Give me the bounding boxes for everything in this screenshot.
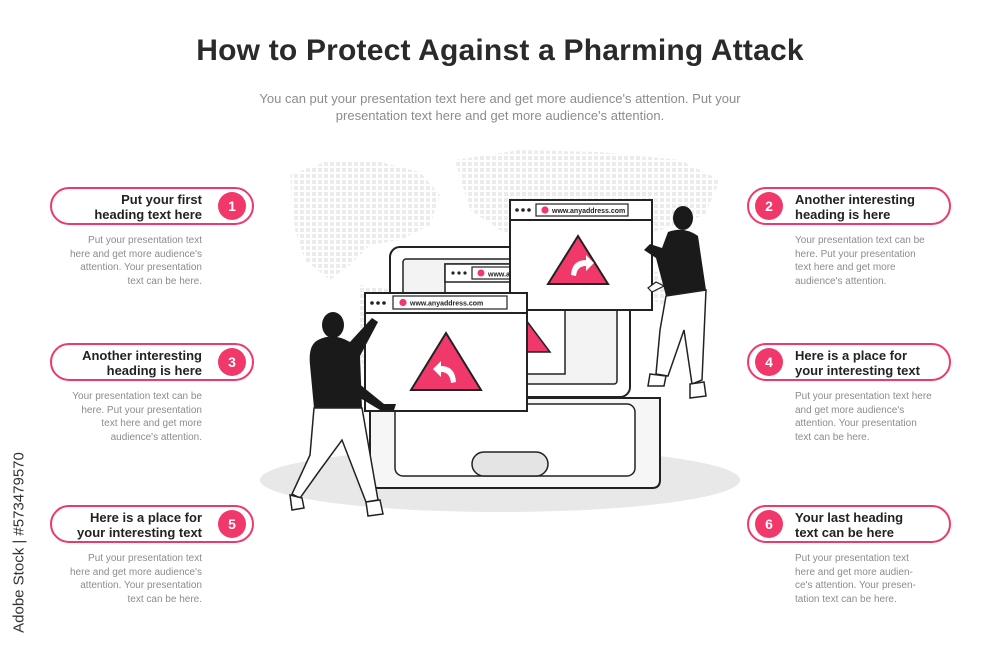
item-2-heading-line1: Another interesting — [795, 192, 915, 207]
item-6-heading-line2: text can be here — [795, 525, 894, 540]
item-5-heading-line2: your interesting text — [77, 525, 202, 540]
item-3-heading: Another interesting heading is here — [82, 348, 202, 378]
item-1-text-line: Put your presentation text — [88, 235, 202, 246]
item-4-pill: 4 Here is a place for your interesting t… — [747, 343, 951, 381]
url-text-2: www.anyaddress.com — [551, 208, 625, 215]
item-5-text-line: here and get more audience's — [70, 566, 202, 578]
person-left — [289, 312, 396, 517]
item-3-heading-line1: Another interesting — [82, 348, 202, 363]
item-3-pill: Another interesting heading is here 3 — [50, 343, 254, 381]
item-1-text-line: attention. Your presentation — [80, 262, 202, 273]
item-6-pill: 6 Your last heading text can be here — [747, 505, 951, 543]
item-5-text-line: text can be here. — [127, 593, 203, 605]
page-subtitle: You can put your presentation text here … — [259, 91, 741, 123]
item-2-number-badge: 2 — [755, 192, 783, 220]
item-6-heading-line1: Your last heading — [795, 510, 904, 525]
url-text-1: www.anyaddress.com — [409, 301, 483, 308]
item-3-heading-line2: heading is here — [106, 363, 202, 378]
item-4-heading-line2: your interesting text — [795, 363, 920, 378]
item-3-number-badge: 3 — [218, 348, 246, 376]
item-3-text-line: audience's attention. — [110, 431, 202, 443]
item-1-text: Put your presentation text here and get … — [42, 234, 202, 288]
watermark-text: Adobe Stock | #573479570 — [10, 452, 28, 633]
item-1-heading-line2: heading text here — [94, 207, 202, 222]
item-3-text-line: text here and get more — [101, 418, 202, 429]
item-5-heading-line1: Here is a place for — [90, 510, 202, 525]
item-5-text: Put your presentation text here and get … — [42, 552, 202, 606]
item-4-number-badge: 4 — [755, 348, 783, 376]
item-1-heading: Put your first heading text here — [94, 192, 202, 222]
item-3-text-line: here. Put your presentation — [81, 404, 202, 416]
item-4-text-line: text can be here. — [795, 431, 870, 443]
item-6-text-line: here and get more audien- — [795, 566, 913, 578]
item-5-heading: Here is a place for your interesting tex… — [77, 510, 202, 540]
item-1-text-line: text can be here. — [127, 275, 203, 287]
item-5-pill: Here is a place for your interesting tex… — [50, 505, 254, 543]
item-2-text-line: text here and get more — [795, 262, 896, 273]
item-6-text: Put your presentation text here and get … — [795, 552, 955, 606]
item-2-text-line: audience's attention. — [795, 275, 887, 287]
item-4-heading-line1: Here is a place for — [795, 348, 907, 363]
item-6-text-line: ce's attention. Your presen- — [795, 580, 916, 591]
item-2-pill: 2 Another interesting heading is here — [747, 187, 951, 225]
browser-window-left: www.anyaddress.com — [364, 292, 528, 412]
item-6-text-line: tation text can be here. — [795, 593, 897, 605]
item-4-heading: Here is a place for your interesting tex… — [795, 348, 920, 378]
item-2-text: Your presentation text can be here. Put … — [795, 234, 955, 288]
item-4-text-line: Put your presentation text here — [795, 391, 932, 402]
person-right — [644, 206, 707, 399]
item-4-text-line: and get more audience's — [795, 404, 905, 416]
item-6-number-badge: 6 — [755, 510, 783, 538]
item-6-heading: Your last heading text can be here — [795, 510, 903, 540]
item-2-heading: Another interesting heading is here — [795, 192, 915, 222]
item-5-text-line: Put your presentation text — [88, 553, 202, 564]
item-4-text: Put your presentation text here and get … — [795, 390, 955, 444]
item-1-pill: Put your first heading text here 1 — [50, 187, 254, 225]
stock-watermark: Adobe Stock | #573479570 — [8, 430, 30, 660]
item-3-text-line: Your presentation text can be — [72, 391, 202, 402]
item-5-text-line: attention. Your presentation — [80, 580, 202, 591]
item-1-heading-line1: Put your first — [121, 192, 202, 207]
item-4-text-line: attention. Your presentation — [795, 418, 917, 429]
page-title: How to Protect Against a Pharming Attack — [196, 34, 804, 67]
item-6-text-line: Put your presentation text — [795, 553, 909, 564]
item-2-text-line: here. Put your presentation — [795, 248, 916, 260]
item-5-number-badge: 5 — [218, 510, 246, 538]
item-3-text: Your presentation text can be here. Put … — [42, 390, 202, 444]
item-2-heading-line2: heading is here — [795, 207, 891, 222]
item-1-number-badge: 1 — [218, 192, 246, 220]
item-2-text-line: Your presentation text can be — [795, 235, 925, 246]
item-1-text-line: here and get more audience's — [70, 248, 202, 260]
browser-window-right: www.anyaddress.com — [509, 199, 653, 311]
